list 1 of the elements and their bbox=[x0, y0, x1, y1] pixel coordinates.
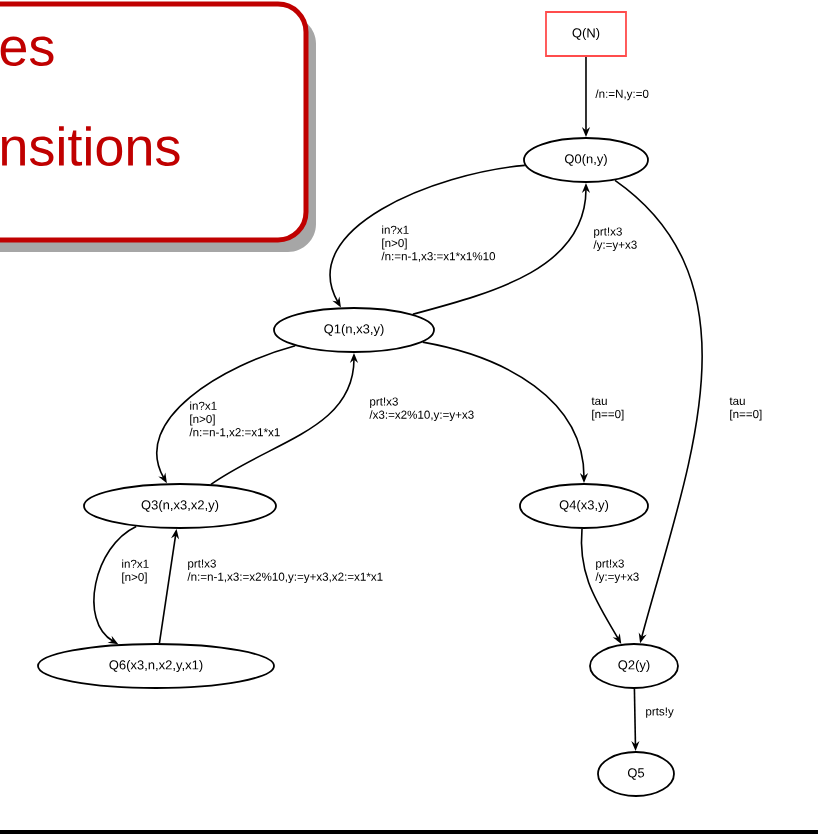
callout-box: es nsitions bbox=[0, 1, 316, 252]
